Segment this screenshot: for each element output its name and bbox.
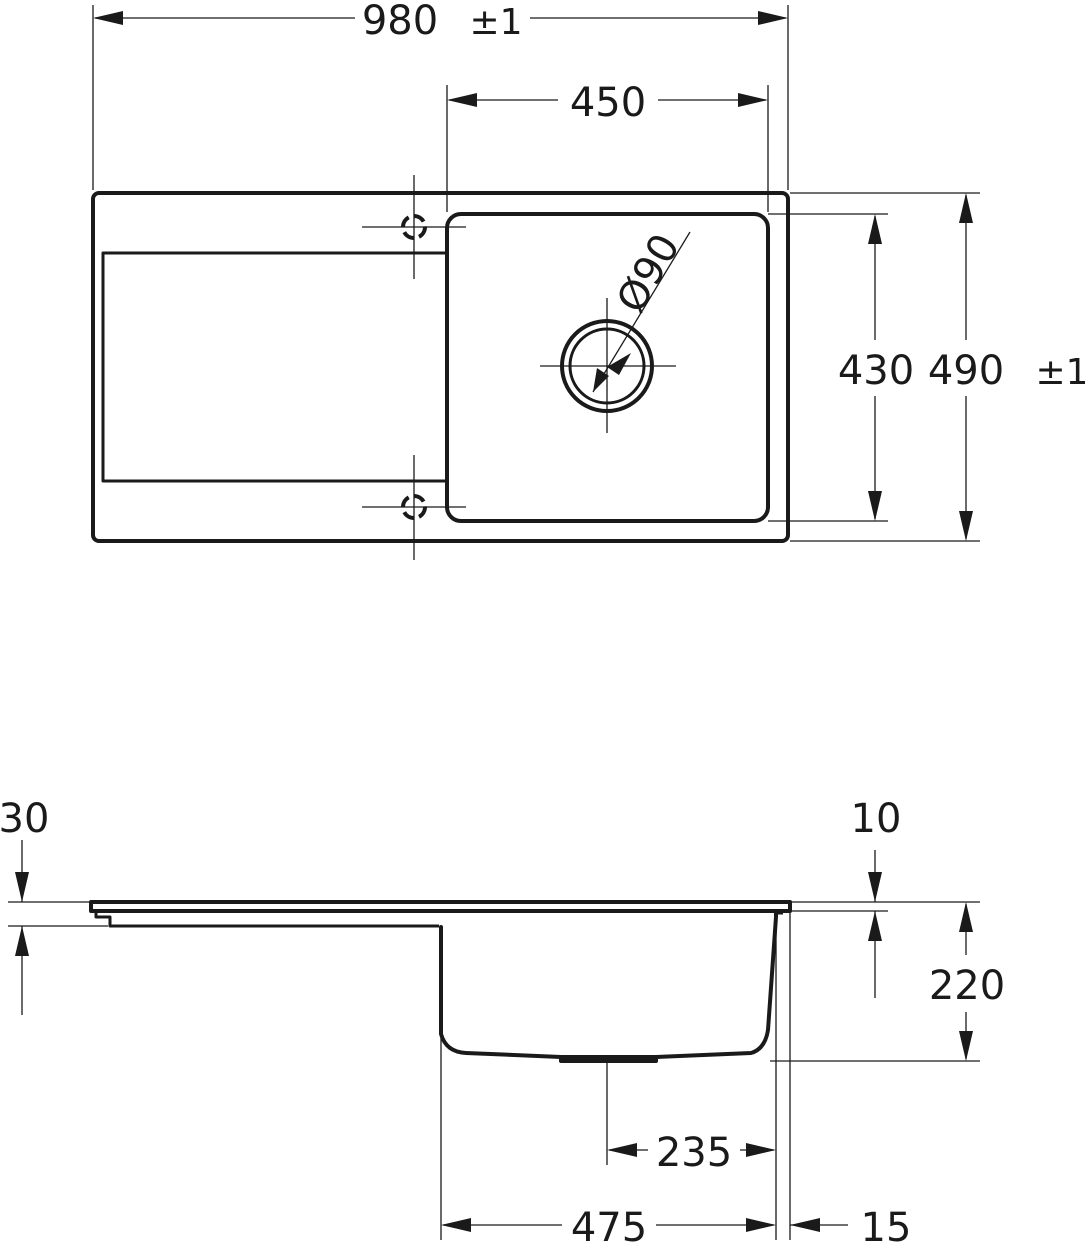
- label-15: 15: [861, 1205, 912, 1243]
- label-10: 10: [851, 796, 902, 842]
- dim-bowl-length: 475: [441, 1205, 776, 1243]
- label-drain-diameter: Ø90: [608, 226, 689, 320]
- dim-drain-offset: 235: [607, 1130, 776, 1176]
- label-490-tolerance: ±1: [1035, 352, 1085, 393]
- dim-bowl-height: 220: [929, 902, 1005, 1061]
- tap-hole-bottom: [362, 455, 466, 560]
- label-235: 235: [656, 1130, 732, 1176]
- tap-hole-top: [362, 175, 466, 279]
- label-490: 490: [928, 348, 1004, 394]
- label-980: 980: [362, 0, 438, 44]
- bowl-outline: [445, 212, 770, 523]
- label-430: 430: [838, 348, 914, 394]
- drain: [540, 231, 691, 433]
- label-30: 30: [0, 796, 49, 842]
- bowl-profile: [439, 909, 778, 1059]
- dim-bowl-width: 450: [447, 80, 768, 126]
- label-980-tolerance: ±1: [469, 2, 522, 43]
- label-220: 220: [929, 963, 1005, 1009]
- dim-left-offset: 30: [0, 796, 49, 1015]
- side-view: 30 10 220 235: [0, 796, 1005, 1243]
- dim-overall-width: 980 ±1: [93, 0, 788, 44]
- label-450: 450: [570, 80, 646, 126]
- top-view: 980 ±1 450 430 490 ±1 Ø: [91, 0, 1085, 560]
- dim-rim-overhang: 15: [790, 1205, 911, 1243]
- dim-overall-depth: 490 ±1: [928, 193, 1085, 541]
- sink-outline: [91, 191, 790, 543]
- dim-bowl-depth: 430: [838, 214, 914, 521]
- drainboard: [101, 251, 446, 483]
- rim-profile: [89, 900, 792, 913]
- label-475: 475: [571, 1205, 647, 1243]
- dim-rim-thickness: 10: [851, 796, 902, 998]
